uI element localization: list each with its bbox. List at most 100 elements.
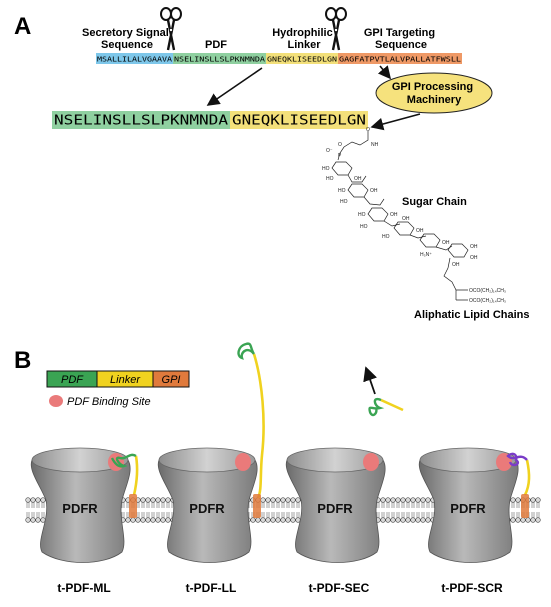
lipid-molecule	[515, 497, 521, 508]
legend-linker-label: Linker	[110, 374, 141, 386]
legend-gpi-label: GPI	[162, 374, 181, 386]
sugar-chain-label: Sugar Chain	[402, 196, 467, 208]
hydrophilic-line1: Hydrophilic	[272, 27, 333, 39]
secretory-line1: Secretory Signal	[82, 27, 169, 39]
scissors-icon	[325, 7, 347, 51]
lipid-molecule	[510, 512, 516, 523]
signal-sequence-segment	[96, 53, 173, 64]
gpi-machinery-line1: GPI Processing	[392, 81, 473, 93]
mol-nh3: H₃N⁺	[420, 252, 432, 258]
lipid-molecule	[285, 512, 291, 523]
release-arrow	[363, 366, 377, 395]
mol-o2: O	[338, 142, 342, 148]
linker-sequence-text: GNEQKLISEEDLGN	[267, 56, 337, 64]
mol-acyl2: OCO(CH₂)₁₄CH₃	[469, 298, 506, 304]
lipid-molecule	[25, 512, 31, 523]
pdf-receptor: PDFR	[285, 447, 386, 563]
lipid-molecule	[510, 497, 516, 508]
binding-site	[108, 453, 124, 471]
mol-oh16: OH	[452, 262, 460, 268]
hydrophilic-linker-label: Hydrophilic Linker	[272, 27, 336, 51]
panel-a-letter: A	[14, 13, 31, 40]
lipid-molecule	[165, 512, 171, 523]
lipid-molecule	[530, 497, 536, 508]
lipid-molecule	[385, 512, 391, 523]
lipid-molecule	[415, 497, 421, 508]
construct-name-sec: t-PDF-SEC	[309, 581, 370, 595]
legend: PDF Linker GPI PDF Binding Site	[46, 370, 190, 408]
lipid-molecule	[160, 512, 166, 523]
lipid-molecule	[30, 497, 36, 508]
receptor-top	[158, 447, 256, 473]
lipid-molecule	[290, 497, 296, 508]
mol-oh12: HO	[382, 234, 390, 240]
lipid-molecule	[410, 512, 416, 523]
lipid-molecule	[265, 512, 271, 523]
lipid-molecule	[295, 497, 301, 508]
scissors-icon	[160, 7, 182, 51]
linker-sequence-segment	[266, 53, 338, 64]
lipid-molecule	[40, 497, 46, 508]
lipid-molecule	[385, 497, 391, 508]
construct-scr	[506, 452, 531, 518]
gpi-sequence-text: GAGFATPVTLALVPALLATFWSLL	[339, 56, 461, 64]
construct-name-ml: t-PDF-ML	[57, 581, 110, 595]
lipid-molecule	[295, 512, 301, 523]
receptor-label: PDFR	[62, 501, 98, 516]
lipid-molecule	[515, 512, 521, 523]
lipid-molecule	[30, 512, 36, 523]
mol-p: P	[338, 153, 342, 159]
binding-site-swatch	[49, 395, 63, 407]
lipid-molecule	[275, 497, 281, 508]
lipid-molecule	[410, 497, 416, 508]
lipid-molecule	[405, 512, 411, 523]
lipid-molecule	[280, 497, 286, 508]
mol-oh6: HO	[340, 199, 348, 205]
lipid-molecule	[405, 497, 411, 508]
receptor-label: PDFR	[450, 501, 486, 516]
lipid-molecule	[380, 497, 386, 508]
receptor-top	[31, 447, 129, 473]
lipid-molecule	[270, 512, 276, 523]
mol-oh2: HO	[326, 176, 334, 182]
panel-b-letter: B	[14, 347, 31, 374]
lipid-molecule	[280, 512, 286, 523]
lipid-molecule	[290, 512, 296, 523]
pdf-sequence-segment	[173, 53, 266, 64]
construct-ml	[110, 453, 139, 518]
binding-site	[235, 453, 251, 471]
mol-oh10: OH	[402, 216, 410, 222]
lipid-molecule	[155, 497, 161, 508]
lipid-molecule	[275, 512, 281, 523]
mol-oh11: OH	[416, 228, 424, 234]
lipid-molecule	[270, 497, 276, 508]
signal-sequence-text: MSALLILALVGAAVA	[97, 56, 172, 64]
pdf-sequence-text: NSELINSLLSLPKNMNDA	[174, 56, 265, 64]
construct-name-scr: t-PDF-SCR	[441, 581, 503, 595]
lipid-molecule	[425, 497, 431, 508]
lipid-molecule	[285, 497, 291, 508]
lipid-molecule	[160, 497, 166, 508]
gpi-anchor-structure	[331, 131, 469, 301]
gpi-sequence-segment	[338, 53, 462, 64]
lipid-molecule	[420, 512, 426, 523]
product-pdf-segment	[52, 111, 230, 129]
secretory-signal-label: Secretory Signal Sequence	[82, 27, 172, 51]
gpi-machinery-ellipse	[375, 72, 493, 114]
lipid-molecule	[260, 512, 266, 523]
hydrophilic-line2: Linker	[287, 39, 321, 51]
gpi-targeting-line1: GPI Targeting	[364, 27, 435, 39]
secretory-line2: Sequence	[101, 39, 153, 51]
legend-pdf-label: PDF	[61, 374, 84, 386]
gpi-machinery-label: GPI Processing Machinery	[392, 81, 476, 106]
lipid-molecule	[395, 512, 401, 523]
lipid-molecule	[395, 497, 401, 508]
gpi-machinery-line2: Machinery	[407, 94, 462, 106]
mol-oh1: HO	[322, 166, 330, 172]
lipid-molecule	[25, 497, 31, 508]
mol-acyl1: OCO(CH₂)₁₄CH₃	[469, 288, 506, 294]
binding-site	[363, 453, 379, 471]
gpi-targeting-label: GPI Targeting Sequence	[364, 27, 438, 51]
